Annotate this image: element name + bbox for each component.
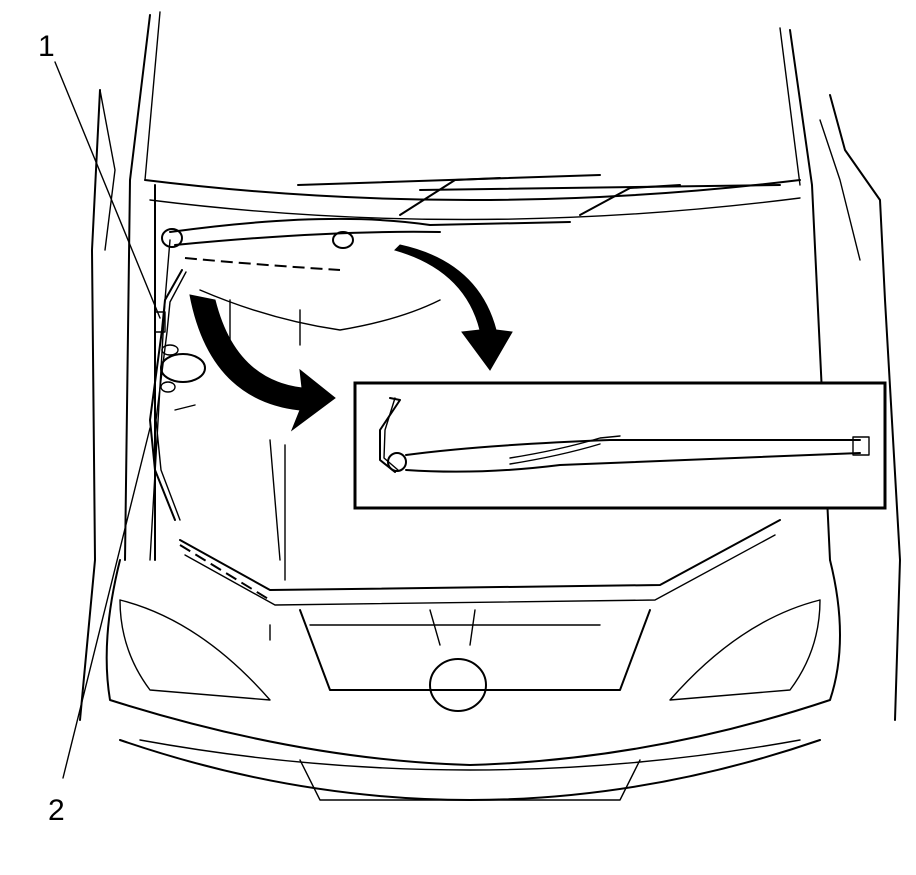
wiper-arms <box>161 174 781 271</box>
detail-arrow-small <box>394 244 513 371</box>
washer-hose <box>149 269 187 521</box>
callout-2-label: 2 <box>48 794 65 827</box>
detail-view-box <box>353 381 887 510</box>
wiper-arm-detail <box>379 397 870 473</box>
callout-leaders <box>54 61 161 779</box>
callout-1-label: 1 <box>38 30 55 63</box>
vehicle-body <box>79 11 901 801</box>
detail-arrow-large <box>189 294 336 432</box>
